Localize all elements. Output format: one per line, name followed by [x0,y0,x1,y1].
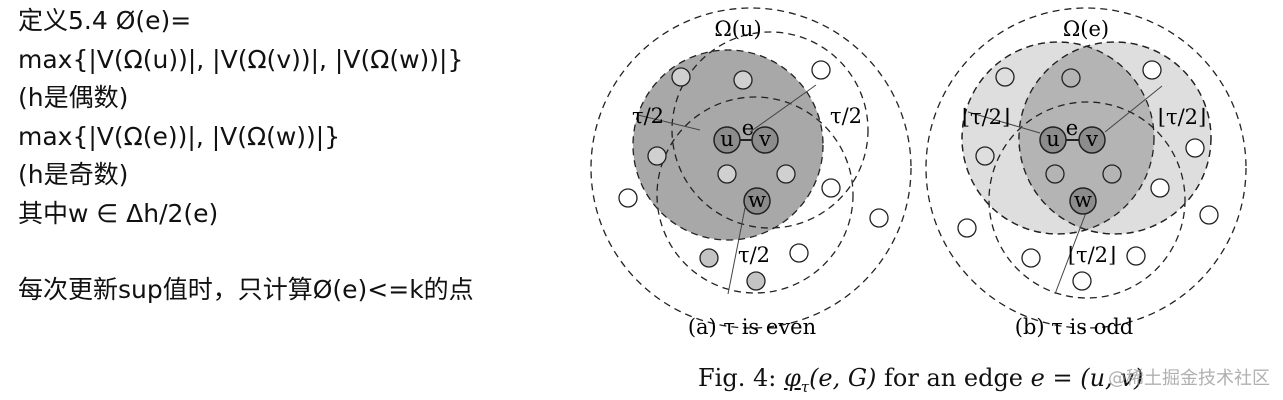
caption-prefix: Fig. 4: [698,364,784,392]
node-w-label: w [1074,188,1092,212]
update-note: 每次更新sup值时，只计算Ø(e)<=k的点 [18,275,474,304]
edge-label: e [742,116,754,140]
node-w [743,187,771,215]
formula-even: max{|V(Ω(u))|, |V(Ω(v))|, |V(Ω(w))|} [18,44,464,74]
tau-label-1: ⌊τ/2⌋ [962,105,1010,129]
tau-label-2: ⌊τ/2⌋ [1158,105,1206,129]
tau-label-3: τ/2 [738,243,770,267]
node-v [1078,126,1106,154]
formula-odd: max{|V(Ω(e))|, |V(Ω(w))|} [18,121,341,151]
condition-even: (h是偶数) [18,83,129,112]
node-w-label: w [748,188,766,212]
panel-b-caption: (b) τ is odd [1015,315,1134,339]
node-u-label: u [720,127,734,151]
caption-edge: e = (u, v) [1030,364,1144,392]
dashed-circle-w [988,101,1186,299]
outer-dashed-circle [925,7,1247,329]
outer-dashed-circle [590,7,912,329]
node-u [713,126,741,154]
node-v [751,126,779,154]
definition-title: 定义5.4 Ø(e)= [18,6,192,35]
node-v-label: v [758,127,771,151]
dashed-circle-w [656,96,854,294]
caption-phi-sub: τ [800,377,810,396]
condition-odd: (h是奇数) [18,160,129,189]
where-clause: 其中w ∈ Δh/2(e) [18,198,219,228]
node-w [1069,187,1097,215]
node-u-label: u [1046,127,1060,151]
definition-text: 定义5.4 Ø(e)= max{|V(Ω(u))|, |V(Ω(v))|, |V… [18,2,598,310]
watermark: @稀土掘金技术社区 [1108,368,1270,389]
caption-phi: φ [783,364,801,392]
region-label: Ω(u) [714,17,761,41]
figure-caption: Fig. 4: φτ(e, G) for an edge e = (u, v) [698,364,1143,396]
panel-a: u v w e Ω(u) τ/2 τ/2 τ/2 (a) τ is even [590,7,912,339]
tau-label-2: τ/2 [830,104,862,128]
caption-middle: for an edge [876,364,1031,392]
caption-args: (e, G) [809,364,877,392]
edge-label: e [1066,116,1078,140]
panel-b: u v w e Ω(e) ⌊τ/2⌋ ⌊τ/2⌋ ⌊τ/2⌋ (b) τ is … [925,7,1247,339]
node-u [1039,126,1067,154]
figure-4: u v w e Ω(u) τ/2 τ/2 τ/2 (a) τ is even [590,7,1247,339]
region-label: Ω(e) [1063,17,1109,41]
panel-a-caption: (a) τ is even [688,315,816,339]
tau-label-1: τ/2 [632,104,664,128]
dashed-circle-v [671,31,869,229]
tau-label-3: ⌊τ/2⌋ [1068,243,1116,267]
node-v-label: v [1085,127,1098,151]
